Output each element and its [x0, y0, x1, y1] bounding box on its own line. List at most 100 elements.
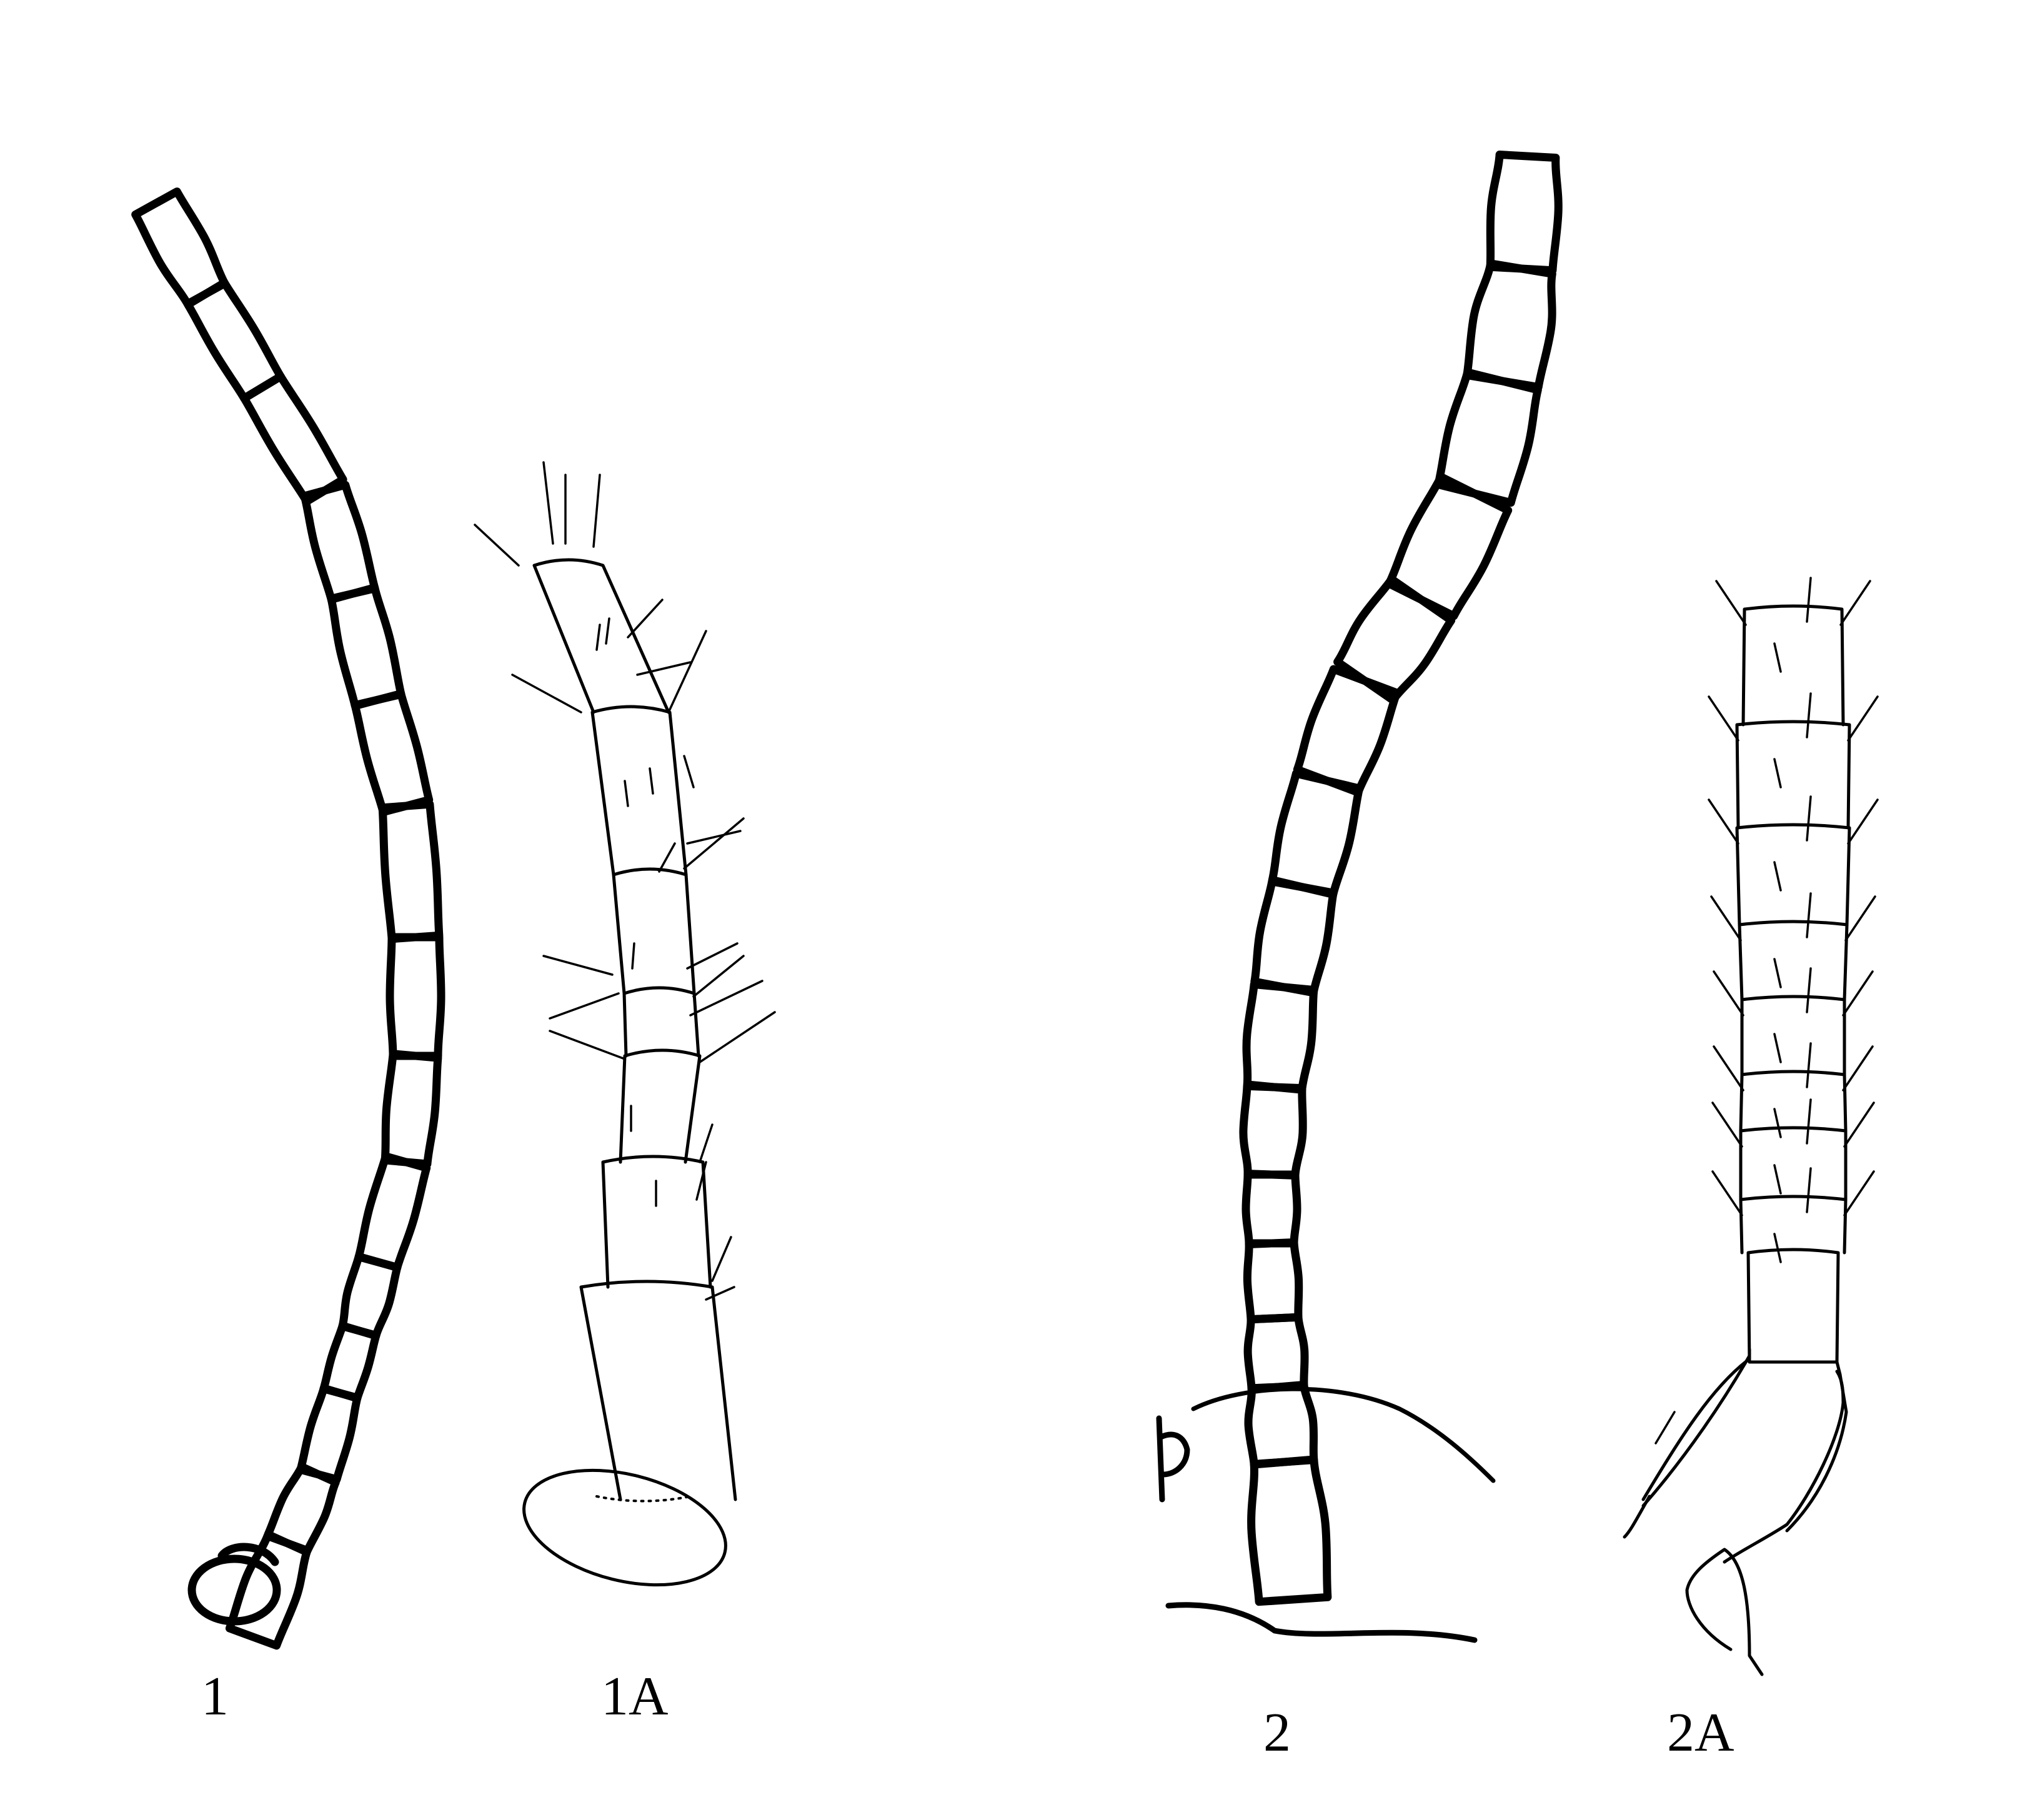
fig2A-segment-8: [1739, 1195, 1848, 1255]
figure-2A-antenna-detail: [1623, 577, 1879, 1676]
fig2A-seta: [1806, 692, 1812, 738]
figure-2-antenna-drawing: [1156, 151, 1563, 1643]
fig1-basal-socket: [187, 1554, 281, 1626]
fig2A-seta: [1806, 967, 1812, 1013]
fig1A-seta: [686, 942, 739, 970]
fig1-segment-6: [351, 689, 434, 817]
fig2-segment-3: [1434, 368, 1542, 507]
fig1A-seta: [549, 1030, 626, 1060]
fig1-basal-joint: [217, 1543, 279, 1566]
fig1A-seta: [705, 1286, 735, 1301]
fig2A-seta: [1806, 892, 1812, 938]
fig2A-seta: [1844, 895, 1876, 942]
fig2A-seta: [1842, 970, 1874, 1017]
fig1A-seta: [592, 474, 601, 548]
fig2A-seta: [1713, 1045, 1744, 1092]
fig1A-seta: [686, 830, 742, 845]
fig2A-scape-outline: [1641, 1348, 1848, 1533]
fig1A-seta: [474, 524, 520, 567]
fig2-segment-14: [1244, 1381, 1318, 1469]
fig1A-seta: [511, 674, 582, 714]
fig2A-scape: [1623, 1357, 1845, 1564]
fig1A-segment-7: [579, 1280, 737, 1501]
fig2-segment-15: [1247, 1456, 1332, 1606]
fig1-segment-10: [354, 1152, 431, 1272]
fig1A-segment-3: [612, 867, 696, 995]
fig1A-seta: [695, 1161, 707, 1201]
fig1A-joint-dots: [595, 1495, 692, 1503]
fig1A-microseta: [595, 624, 601, 651]
head-outline: [1191, 1386, 1496, 1483]
fig2A-segment-2: [1735, 720, 1851, 830]
fig2A-seta: [1710, 895, 1742, 942]
head-base-outline: [1165, 1602, 1478, 1643]
fig2-segment-12: [1243, 1238, 1303, 1324]
fig2A-segment-7: [1739, 1126, 1848, 1201]
fig1A-seta: [683, 755, 695, 788]
fig2A-seta: [1806, 577, 1812, 623]
fig2A-seta: [1806, 1098, 1812, 1145]
fig2A-seta: [1711, 1170, 1743, 1216]
fig2A-seta: [1843, 1170, 1875, 1216]
fig1A-microseta: [624, 780, 629, 807]
fig2A-seta: [1708, 695, 1739, 742]
fig2-segment-13: [1243, 1313, 1309, 1393]
fig1A-segment-2: [590, 705, 688, 877]
fig2A-microseta: [1773, 1164, 1782, 1195]
fig1A-seta: [636, 661, 692, 676]
fig1A-seta: [689, 980, 764, 1017]
figure-label-2: 2: [1263, 1703, 1291, 1763]
fig2-segment-8: [1250, 877, 1338, 997]
fig1A-seta: [711, 1236, 732, 1282]
fig2A-seta: [1654, 1411, 1676, 1445]
fig2A-seta: [1708, 798, 1739, 845]
fig2A-segment-6: [1739, 1070, 1848, 1133]
fig2A-segment-1: [1741, 604, 1845, 727]
fig1A-seta: [699, 1011, 776, 1063]
figure-1-antenna-drawing: [131, 187, 445, 1650]
figure-1A-antenna-detail: [474, 461, 776, 1587]
fig2A-seta: [1847, 798, 1879, 845]
fig2A-seta: [1806, 1042, 1812, 1088]
fig2A-microseta: [1773, 1033, 1782, 1063]
fig1A-segment-4: [622, 986, 700, 1058]
figure-label-2A: 2A: [1667, 1703, 1734, 1763]
fig2A-segment-4: [1738, 920, 1849, 1002]
fig2-segment-9: [1242, 980, 1318, 1094]
figure-label-1A: 1A: [601, 1666, 669, 1727]
fig2A-seta: [1715, 580, 1747, 626]
fig1A-seta: [683, 817, 745, 870]
fig1A-seta: [627, 599, 664, 639]
fig1-segment-5: [327, 584, 405, 710]
fig2-segment-10: [1239, 1082, 1307, 1180]
fig2A-microseta: [1773, 958, 1782, 988]
fig1A-segment-6: [601, 1155, 712, 1289]
fig1-segment-8: [386, 933, 445, 1060]
fig1-segment-11: [338, 1253, 402, 1340]
fig1A-microseta: [605, 617, 610, 645]
fig2A-socket: [1685, 1548, 1764, 1676]
fig1A-seta: [667, 630, 707, 714]
fig2A-seta: [1806, 795, 1812, 842]
fig2A-seta: [1806, 1167, 1812, 1213]
fig1A-seta: [658, 842, 676, 873]
fig2-segment-2: [1463, 259, 1556, 391]
fig2A-seta: [1847, 695, 1879, 742]
fig2A-microseta: [1773, 1108, 1782, 1138]
fig2A-seta: [1839, 580, 1871, 626]
fig1-segment-7: [378, 800, 444, 943]
fig2-segment-5: [1333, 575, 1456, 705]
fig2A-seta: [1842, 1045, 1874, 1092]
fig1-segment-3: [240, 372, 347, 506]
fig1A-segment-5: [619, 1048, 702, 1164]
fig2A-microseta: [1773, 642, 1782, 673]
fig2A-microseta: [1773, 758, 1782, 788]
fig1A-seta: [692, 955, 745, 998]
fig1A-microseta: [631, 942, 635, 970]
fig1A-microseta: [649, 767, 654, 795]
figure-label-1: 1: [201, 1666, 229, 1727]
fig2-segment-1: [1486, 151, 1563, 275]
fig2A-microseta: [1773, 1233, 1782, 1263]
fig2A-segment-3: [1735, 823, 1851, 927]
